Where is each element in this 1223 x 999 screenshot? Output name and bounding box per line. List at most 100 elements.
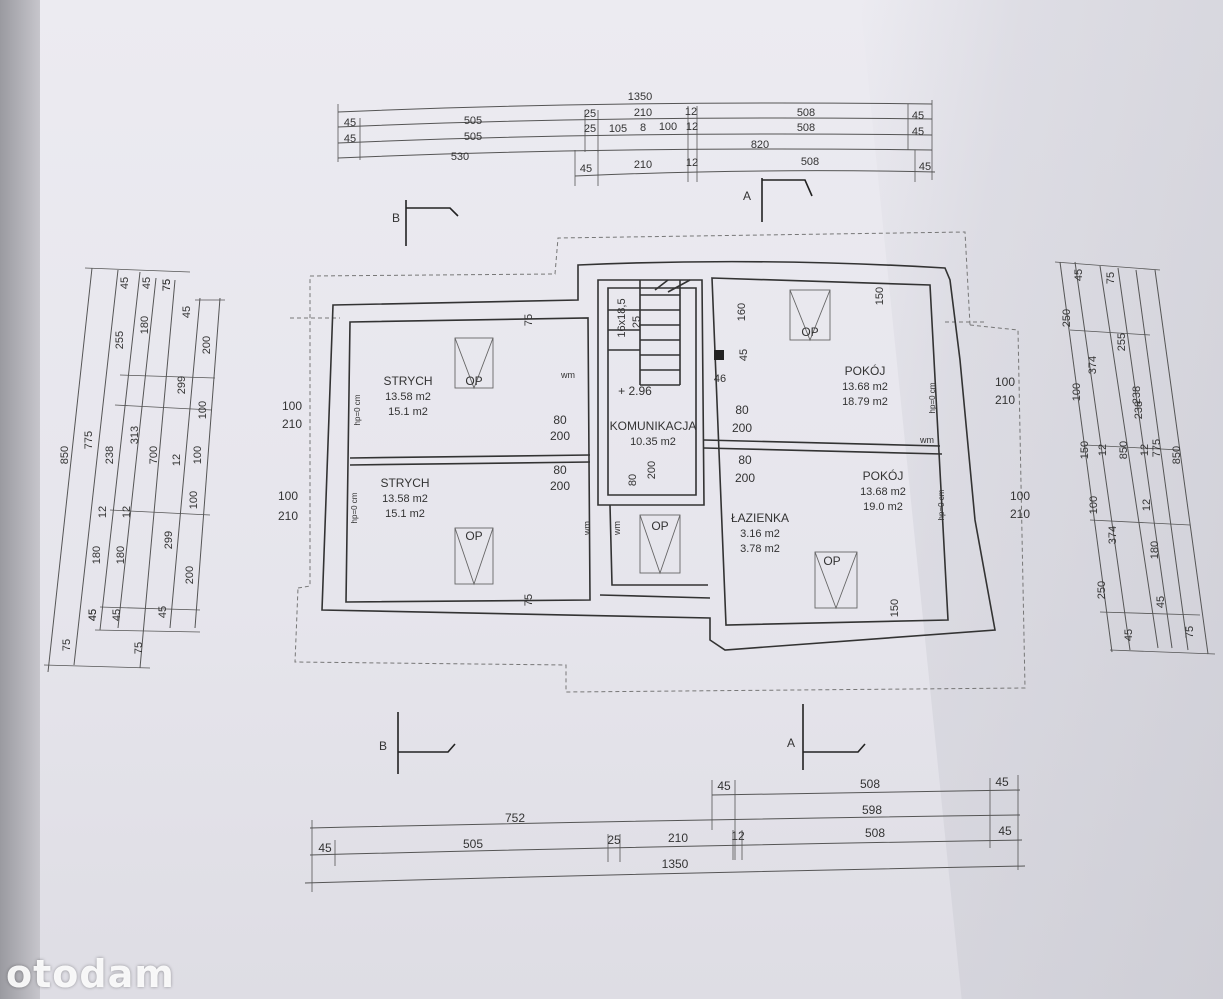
room-area-total: 19.0 m2 [863,501,903,513]
roof-window-label: OP [651,519,668,533]
wall-dim: 46 [714,373,726,385]
wm-label: wm [582,521,592,536]
dim-segment: 238 [1133,401,1145,419]
wall-dim: 75 [523,314,535,326]
wall-dim: 160 [736,303,748,321]
roof-window-label: OP [823,554,840,568]
door-width: 80 [553,463,567,477]
window-height: 210 [282,417,302,431]
room-name: ŁAZIENKA [731,511,789,525]
dim-height: 775 [1151,439,1163,457]
walls [321,260,996,651]
dim-segment: 12 [685,106,697,118]
level-mark: + 2.96 [618,384,652,398]
dim-segment: 200 [184,566,196,584]
dim-segment: 100 [1071,383,1083,401]
door-width: 80 [553,413,567,427]
section-letter: B [392,211,400,225]
dim-segment: 100 [659,121,677,133]
window-height: 210 [995,393,1015,407]
dim-segment: 200 [201,336,213,354]
dim-segment: 210 [668,831,688,845]
dim-segment: 313 [129,426,141,444]
dim-segment: 210 [634,159,652,171]
dim-segment: 255 [114,331,126,349]
dim-segment: 12 [1097,444,1109,456]
dim-segment: 100 [197,401,209,419]
chimney-marker [714,350,724,360]
window-width: 100 [1010,489,1030,503]
dim-segment: 45 [111,609,123,621]
dim-segment: 75 [1184,626,1196,638]
dim-segment: 45 [995,775,1009,789]
dim-height: 850 [59,446,71,464]
dim-segment: 25 [584,123,596,135]
dim-segment: 12 [731,829,745,843]
dim-total: 1350 [662,857,689,871]
wm-label: wm [612,521,622,536]
dim-segment: 508 [801,156,819,168]
dim-segment: 45 [912,126,924,138]
wall-dim: 80 [627,474,639,486]
dim-segment: 45 [318,841,332,855]
dim-height: 850 [1118,441,1130,459]
dim-segment: 45 [141,277,153,289]
dim-segment: 12 [97,506,109,518]
dim-segment: 45 [919,161,931,173]
room-name: KOMUNIKACJA [610,419,697,433]
dim-height: 850 [1171,446,1183,464]
window-width: 100 [282,399,302,413]
room-area-total: 15.1 m2 [385,508,425,520]
dim-segment: 105 [609,123,627,135]
dim-segment: 25 [607,833,621,847]
dim-segment: 45 [998,824,1012,838]
dim-segment: 299 [163,531,175,549]
roof-outline [290,231,1026,693]
wall-dim: 150 [889,599,901,617]
room-area: 10.35 m2 [630,436,676,448]
dim-segment: 508 [865,826,885,840]
dim-segment: 45 [912,110,924,122]
dim-segment: 45 [717,779,731,793]
dim-segment: 180 [91,546,103,564]
room-area-total: 15.1 m2 [388,406,428,418]
dim-segment: 12 [686,121,698,133]
door-height: 200 [732,421,752,435]
stairs-label: 16x18,5 [616,298,628,337]
dim-segment: 374 [1087,356,1099,374]
room-name: STRYCH [383,374,432,388]
roof-windows [454,289,858,610]
dim-segment: 752 [505,811,525,825]
section-lines [397,178,866,774]
dim-segment: 505 [463,837,483,851]
section-letter: A [787,736,795,750]
section-letter: B [379,739,387,753]
room-name: POKÓJ [845,363,886,378]
dim-segment: 250 [1096,581,1108,599]
room-area: 13.68 m2 [842,381,888,393]
hp-label: hp=0 cm [350,492,359,523]
wall-dim: 45 [738,349,750,361]
dim-total: 1350 [628,91,652,103]
dimension-lines [43,100,1216,892]
dim-segment: 45 [119,277,131,289]
dim-segment: 8 [640,122,646,134]
dim-segment: 250 [1061,309,1073,327]
wall-dim: 200 [646,461,658,479]
dim-segment: 374 [1107,526,1119,544]
dim-segment: 210 [634,107,652,119]
window-height: 210 [278,509,298,523]
roof-window-label: OP [801,325,818,339]
dim-segment: 12 [1139,444,1151,456]
dim-segment: 75 [1105,272,1117,284]
dim-segment: 12 [686,157,698,169]
wm-label: wm [560,370,575,380]
dim-height: 45 [87,609,99,621]
door-height: 200 [550,479,570,493]
dim-segment: 45 [580,163,592,175]
dim-segment: 45 [157,606,169,618]
dim-segment: 180 [139,316,151,334]
room-area: 13.58 m2 [385,391,431,403]
